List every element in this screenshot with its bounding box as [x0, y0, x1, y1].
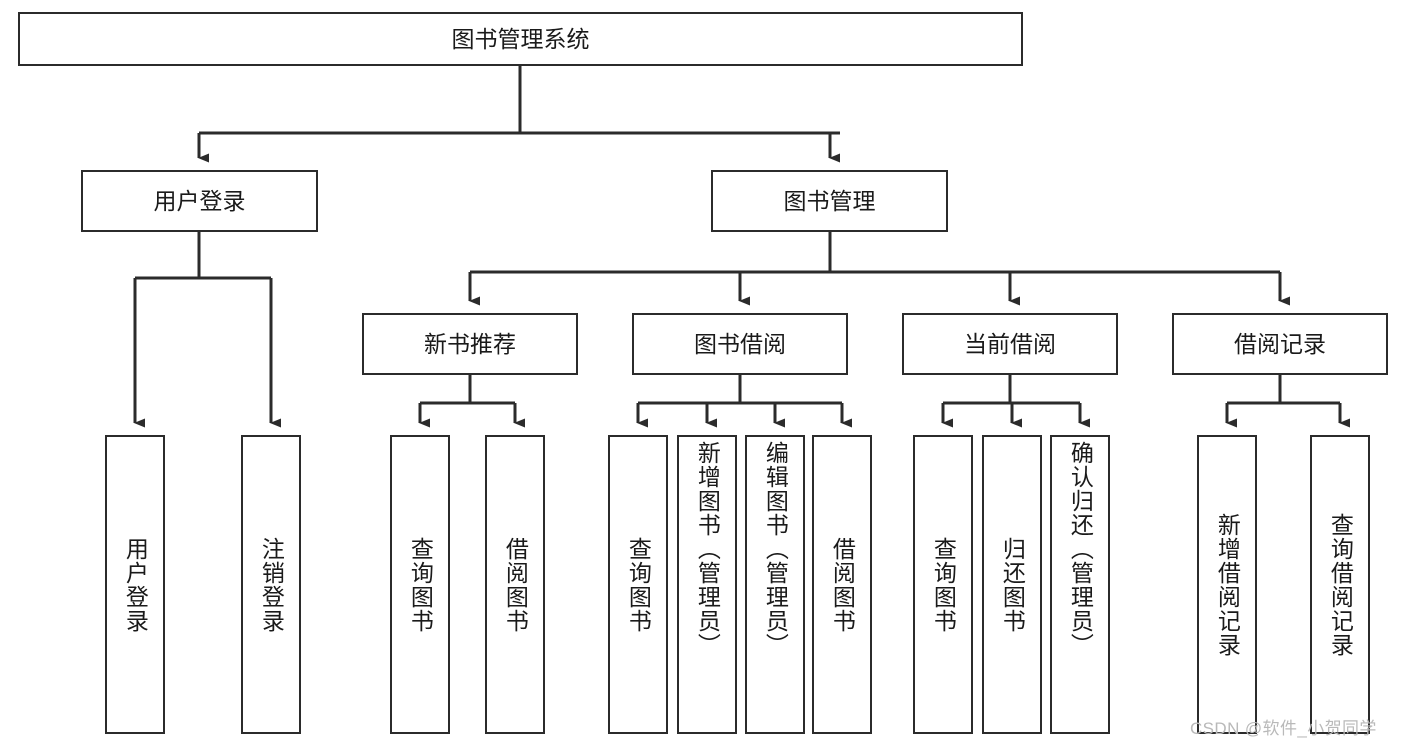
node-label: 当前借阅 — [964, 330, 1056, 357]
node-label: 借阅记录 — [1234, 330, 1326, 357]
node-label: 查询图书 — [407, 536, 434, 633]
leaf-add-book-admin[interactable]: 新增图书（管理员） — [677, 435, 737, 734]
node-label: 新增借阅记录 — [1214, 512, 1241, 657]
node-user-login[interactable]: 用户登录 — [81, 170, 318, 232]
leaf-add-borrow-record[interactable]: 新增借阅记录 — [1197, 435, 1257, 734]
node-borrow-record[interactable]: 借阅记录 — [1172, 313, 1388, 375]
node-label: 归还图书 — [999, 536, 1026, 633]
node-label: 图书管理系统 — [451, 25, 590, 52]
node-book-borrow[interactable]: 图书借阅 — [632, 313, 848, 375]
node-label: 图书借阅 — [694, 330, 786, 357]
leaf-query-book-current[interactable]: 查询图书 — [913, 435, 973, 734]
leaf-borrow-book[interactable]: 借阅图书 — [812, 435, 872, 734]
node-label: 查询图书 — [930, 536, 957, 633]
node-label: 用户登录 — [122, 536, 149, 633]
leaf-edit-book-admin[interactable]: 编辑图书（管理员） — [745, 435, 805, 734]
node-label: 新增图书（管理员） — [694, 441, 721, 657]
leaf-query-book-borrow[interactable]: 查询图书 — [608, 435, 668, 734]
node-root-system[interactable]: 图书管理系统 — [18, 12, 1023, 66]
node-label: 查询图书 — [625, 536, 652, 633]
node-current-borrow[interactable]: 当前借阅 — [902, 313, 1118, 375]
node-label: 注销登录 — [258, 536, 285, 633]
node-label: 借阅图书 — [829, 536, 856, 633]
node-label: 图书管理 — [783, 187, 876, 214]
node-label: 用户登录 — [153, 187, 246, 214]
node-book-management[interactable]: 图书管理 — [711, 170, 948, 232]
node-label: 新书推荐 — [424, 330, 516, 357]
leaf-query-book-recommend[interactable]: 查询图书 — [390, 435, 450, 734]
node-label: 编辑图书（管理员） — [762, 441, 789, 657]
leaf-user-login[interactable]: 用户登录 — [105, 435, 165, 734]
leaf-borrow-book-recommend[interactable]: 借阅图书 — [485, 435, 545, 734]
node-label: 查询借阅记录 — [1327, 512, 1354, 657]
leaf-return-book[interactable]: 归还图书 — [982, 435, 1042, 734]
node-new-book-recommend[interactable]: 新书推荐 — [362, 313, 578, 375]
leaf-query-borrow-record[interactable]: 查询借阅记录 — [1310, 435, 1370, 734]
node-label: 确认归还（管理员） — [1067, 441, 1094, 657]
watermark-text: CSDN @软件_小贺同学 — [1190, 719, 1377, 738]
leaf-logout[interactable]: 注销登录 — [241, 435, 301, 734]
node-label: 借阅图书 — [502, 536, 529, 633]
leaf-confirm-return-admin[interactable]: 确认归还（管理员） — [1050, 435, 1110, 734]
